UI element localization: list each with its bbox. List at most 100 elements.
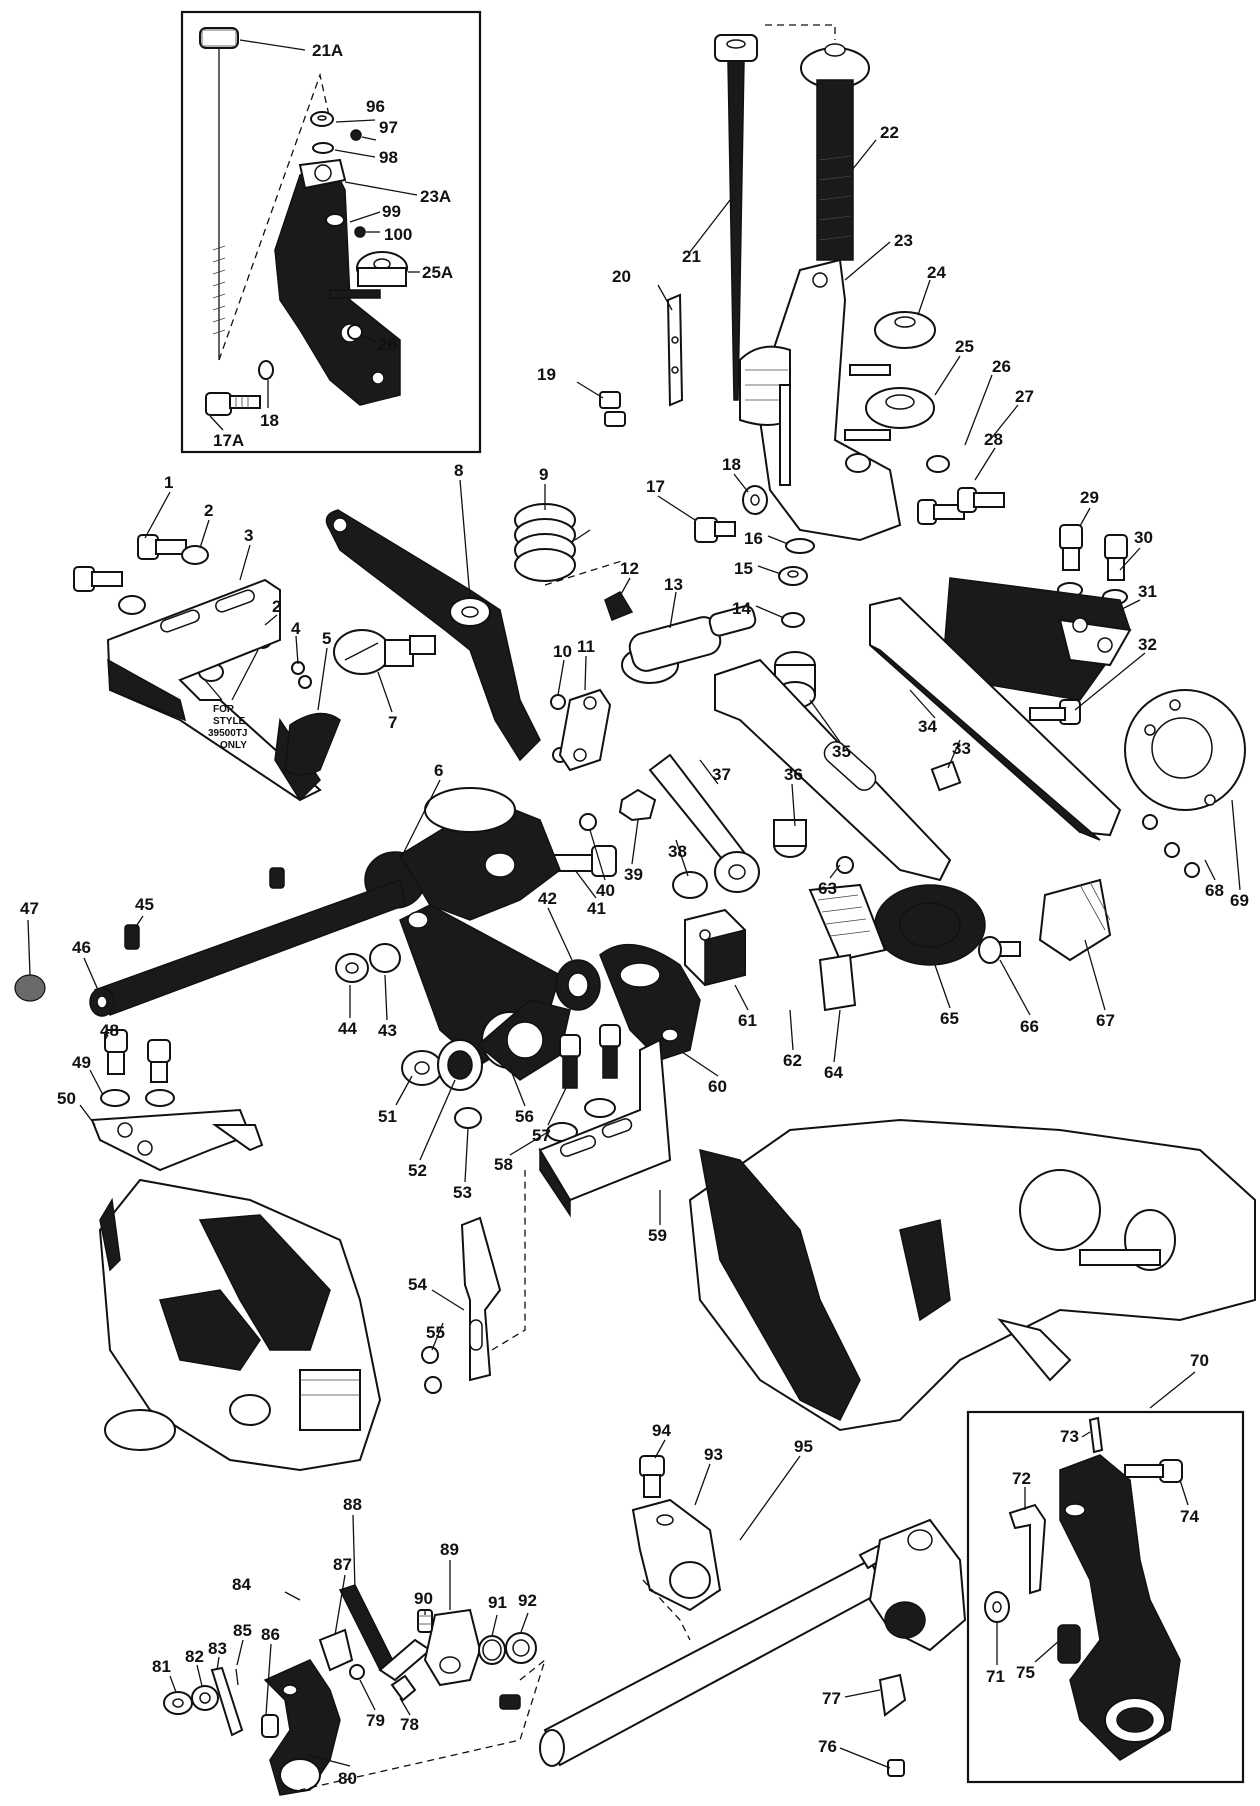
part-43-washer xyxy=(369,943,401,973)
callout-64: 64 xyxy=(824,1063,843,1082)
part-26-washer-inset xyxy=(347,324,363,340)
part-37-link xyxy=(648,753,760,893)
callout-43: 43 xyxy=(378,1021,397,1040)
callout-98: 98 xyxy=(379,148,398,167)
callout-52: 52 xyxy=(408,1161,427,1180)
callout-45: 45 xyxy=(135,895,154,914)
callout-14: 14 xyxy=(732,599,751,618)
callout-92: 92 xyxy=(518,1591,537,1610)
part-86-screw xyxy=(261,1714,279,1738)
callout-15: 15 xyxy=(734,559,753,578)
part-42-collar xyxy=(555,959,601,1011)
part-70-arm xyxy=(1059,1454,1181,1761)
part-7-stud xyxy=(333,629,436,675)
assembly-line-bottom xyxy=(299,1658,547,1791)
part-85-pin xyxy=(235,1668,239,1686)
machine-view-right xyxy=(688,1118,1256,1432)
part-64-feed xyxy=(808,883,887,1012)
part-54-link xyxy=(460,1216,502,1382)
callout-26-inset: 26 xyxy=(378,335,397,354)
group-presser-bar xyxy=(599,24,1005,628)
callout-49: 49 xyxy=(72,1053,91,1072)
assembly-line-54 xyxy=(491,1170,526,1351)
callout-12: 12 xyxy=(620,559,639,578)
callout-2a: 2 xyxy=(204,501,213,520)
group-middle xyxy=(14,658,1112,1017)
callout-51: 51 xyxy=(378,1107,397,1126)
note-line-2: STYLE xyxy=(213,716,246,727)
part-4-screws xyxy=(291,661,312,689)
part-47-nut xyxy=(14,974,46,1002)
part-46-shaft xyxy=(89,878,406,1017)
part-67-feed xyxy=(1038,878,1112,962)
part-25-collar xyxy=(844,387,935,441)
callout-13: 13 xyxy=(664,575,683,594)
callout-56: 56 xyxy=(515,1107,534,1126)
part-31-block xyxy=(944,577,1132,701)
callout-27: 27 xyxy=(1015,387,1034,406)
part-19-screw xyxy=(599,391,626,427)
callout-31: 31 xyxy=(1138,582,1157,601)
part-92-washer xyxy=(505,1632,537,1664)
callout-58: 58 xyxy=(494,1155,513,1174)
callout-90: 90 xyxy=(414,1589,433,1608)
part-28-screws xyxy=(917,487,1005,525)
callout-100: 100 xyxy=(384,225,412,244)
callout-3: 3 xyxy=(244,526,253,545)
part-36-lever xyxy=(714,658,952,882)
inset-frame-top-left xyxy=(180,10,482,454)
callout-21A: 21A xyxy=(312,41,343,60)
callout-labels: 21A 96 97 98 23A 99 100 25A 26 18 17A 22… xyxy=(20,41,1249,1788)
part-17-screw xyxy=(694,517,736,543)
part-72-stop xyxy=(1008,1503,1047,1595)
callout-25A: 25A xyxy=(422,263,453,282)
part-12-screw xyxy=(604,591,634,621)
callout-88: 88 xyxy=(343,1495,362,1514)
note-line-1: FOR xyxy=(213,704,235,715)
callout-38: 38 xyxy=(668,842,687,861)
part-11-link xyxy=(558,688,612,772)
callout-34: 34 xyxy=(918,717,937,736)
callout-75: 75 xyxy=(1016,1663,1035,1682)
callout-30: 30 xyxy=(1134,528,1153,547)
callout-48: 48 xyxy=(100,1021,119,1040)
part-53-washer xyxy=(454,1107,482,1129)
part-32-screw xyxy=(1029,699,1081,725)
callout-86: 86 xyxy=(261,1625,280,1644)
callout-11: 11 xyxy=(577,637,595,656)
part-36-sleeve xyxy=(773,819,807,858)
part-66-screw xyxy=(978,936,1021,964)
callout-26: 26 xyxy=(992,357,1011,376)
callout-87: 87 xyxy=(333,1555,352,1574)
part-48-screws xyxy=(104,1029,171,1083)
callout-62: 62 xyxy=(783,1051,802,1070)
callout-22: 22 xyxy=(880,123,899,142)
callout-57: 57 xyxy=(532,1126,551,1145)
callout-60: 60 xyxy=(708,1077,727,1096)
part-74-screw xyxy=(1124,1459,1183,1483)
part-52-collar xyxy=(437,1039,483,1091)
callout-77: 77 xyxy=(822,1689,841,1708)
callout-94: 94 xyxy=(652,1421,671,1440)
callout-40: 40 xyxy=(596,881,615,900)
part-25A-stud xyxy=(329,251,408,299)
part-39-nut xyxy=(618,788,657,822)
group-left-upper: FOR STYLE 39500TJ ONLY xyxy=(73,503,757,802)
part-63-screw xyxy=(836,856,854,874)
callout-46: 46 xyxy=(72,938,91,957)
callout-61: 61 xyxy=(738,1011,757,1030)
part-61-block xyxy=(684,908,746,987)
callout-72: 72 xyxy=(1012,1469,1031,1488)
callout-85: 85 xyxy=(233,1621,252,1640)
part-50-plate xyxy=(90,1108,264,1172)
part-65-hub xyxy=(874,884,986,966)
part-20-bracket xyxy=(666,293,684,407)
callout-84: 84 xyxy=(232,1575,251,1594)
callout-96: 96 xyxy=(366,97,385,116)
callout-41: 41 xyxy=(587,899,606,918)
part-44-nut xyxy=(335,953,369,983)
part-78-clip xyxy=(390,1674,417,1702)
callout-89: 89 xyxy=(440,1540,459,1559)
part-82-washer xyxy=(191,1685,219,1711)
